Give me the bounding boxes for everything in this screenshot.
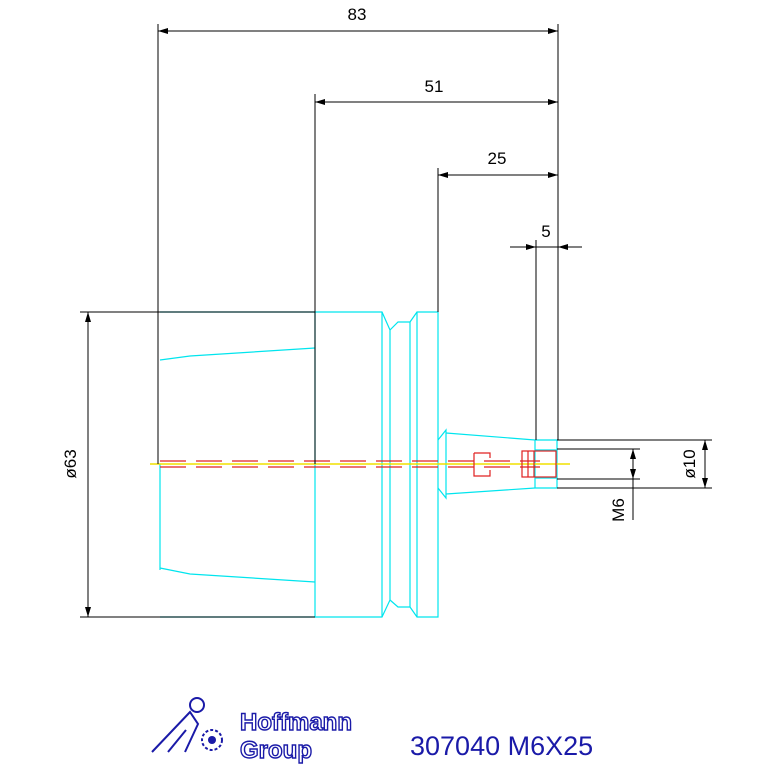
logo-line2: Group — [240, 737, 312, 764]
part-number: 307040 M6X25 — [410, 731, 593, 761]
logo-figure-icon — [151, 697, 205, 753]
dim-5-label: 5 — [541, 222, 550, 241]
dim-63-label: ø63 — [61, 449, 80, 478]
dim-10-label: ø10 — [680, 449, 699, 478]
logo-gear-icon — [201, 729, 223, 751]
dim-83-label: 83 — [348, 5, 367, 24]
thread-detail — [473, 450, 557, 478]
dim-51-label: 51 — [425, 77, 444, 96]
dim-m6-label: M6 — [609, 498, 628, 522]
logo-line1: Hoffmann — [240, 709, 352, 736]
dim-25-label: 25 — [488, 149, 507, 168]
dimension-lines — [80, 24, 712, 618]
dimension-arrows — [85, 28, 708, 617]
centerline — [150, 460, 570, 468]
hoffmann-logo: Hoffmann Group — [151, 697, 353, 765]
